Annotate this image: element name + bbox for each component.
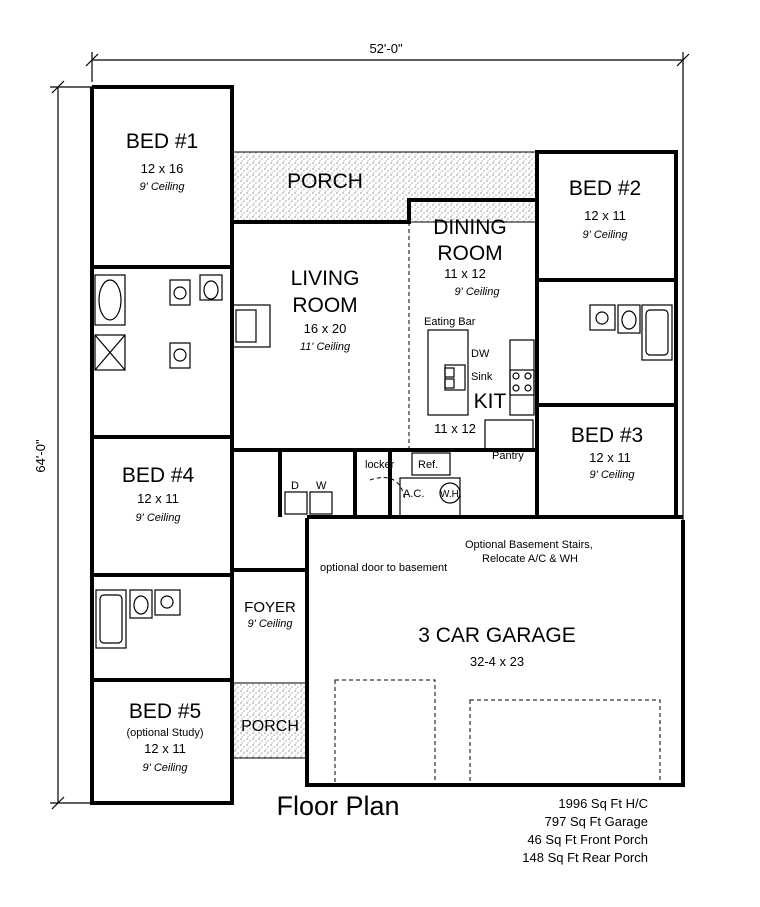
sink-label: Sink [471,371,493,383]
bed5-name: BED #5 [129,700,201,723]
bed4-ceiling: 9' Ceiling [136,512,182,524]
living-name-line1: LIVING [291,267,360,290]
depth-dimension-line [50,80,92,810]
stat-front-porch-area: 46 Sq Ft Front Porch [527,832,648,847]
stat-heated-area: 1996 Sq Ft H/C [558,796,648,811]
living-ceiling: 11' Ceiling [300,341,351,353]
overall-width-label: 52'-0" [369,41,403,56]
bath-3-fixtures [95,589,181,649]
overall-depth-label: 64'-0" [33,439,48,473]
stat-rear-porch-area: 148 Sq Ft Rear Porch [522,850,648,865]
bed2-name: BED #2 [569,177,641,200]
width-dimension-line [85,52,690,520]
locker-label: locker [365,459,395,471]
bed5-note: (optional Study) [126,727,203,739]
rear-porch-area [231,151,538,223]
bed3-ceiling: 9' Ceiling [590,469,636,481]
bed4-dims: 12 x 11 [137,491,179,506]
garage-dims: 32-4 x 23 [470,654,524,669]
dining-ceiling: 9' Ceiling [455,286,501,298]
kitchen-name: KIT [474,390,507,413]
porch-front-name: PORCH [241,718,299,735]
dining-name-line2: ROOM [437,242,502,265]
bed2-dims: 12 x 11 [584,208,626,223]
bed1-name: BED #1 [126,130,198,153]
dryer-label: D [291,480,299,492]
garage-name: 3 CAR GARAGE [418,624,576,647]
washer-label: W [316,480,327,492]
wh-label: W.H. [440,489,462,500]
stat-garage-area: 797 Sq Ft Garage [545,814,648,829]
bed3-dims: 12 x 11 [589,450,631,465]
kitchen-dims: 11 x 12 [434,421,476,436]
dining-name-line1: DINING [433,216,507,239]
basement-note-line1: Optional Basement Stairs, [465,539,593,551]
interior-walls [92,152,683,682]
bed4-name: BED #4 [122,464,195,487]
dashed-openings [232,222,661,786]
dw-label: DW [471,348,490,360]
bed2-ceiling: 9' Ceiling [583,229,629,241]
pantry-label: Pantry [492,450,524,462]
foyer-ceiling: 9' Ceiling [248,618,294,630]
dining-dims: 11 x 12 [444,266,486,281]
bath-1-fixtures [94,274,223,371]
bath-2-fixtures [589,304,673,361]
bed5-ceiling: 9' Ceiling [143,762,189,774]
mechanical-closet [399,477,461,517]
living-dims: 16 x 20 [304,321,347,336]
bed1-ceiling: 9' Ceiling [140,181,186,193]
bed5-dims: 12 x 11 [144,741,186,756]
ac-label: A.C. [403,488,424,500]
kitchen-fixtures [411,329,535,476]
fireplace [231,304,271,348]
living-name-line2: ROOM [292,294,357,317]
eating-bar-label: Eating Bar [424,316,476,328]
basement-note-line2: Relocate A/C & WH [482,553,578,565]
bed3-name: BED #3 [571,424,643,447]
laundry-fixtures [284,491,333,515]
optional-door-label: optional door to basement [320,562,447,574]
bed1-dims: 12 x 16 [141,161,184,176]
foyer-name: FOYER [244,599,296,616]
porch-rear-name: PORCH [287,170,363,193]
plan-title: Floor Plan [276,791,399,821]
ref-label: Ref. [418,459,438,471]
